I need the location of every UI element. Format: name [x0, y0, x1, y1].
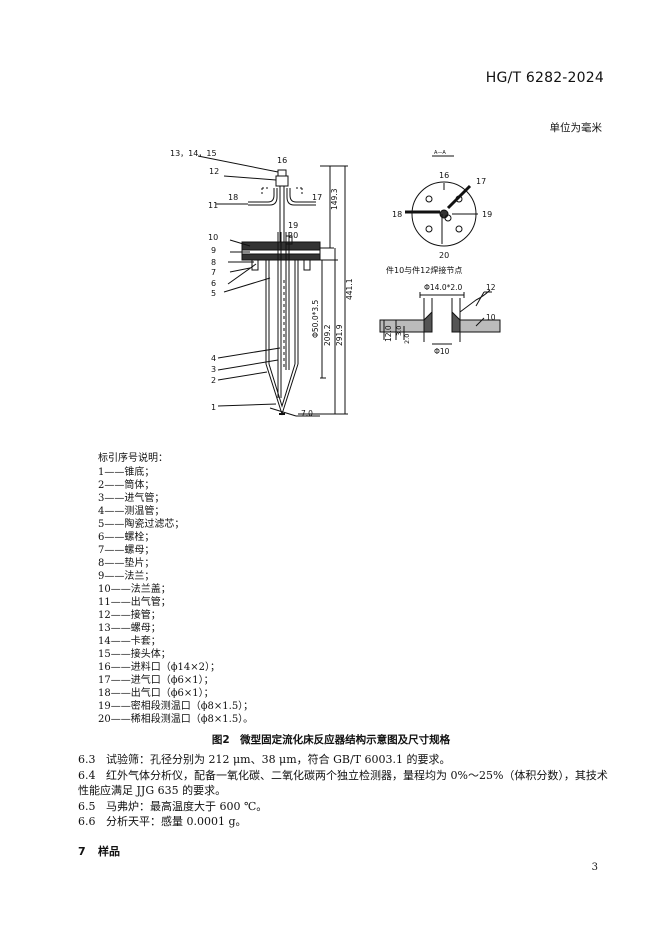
section-heading: 7 样品 — [78, 843, 120, 859]
detail-title: 件10与件12焊接节点 — [386, 265, 462, 275]
legend-item: 18——出气口（ϕ6×1）； — [98, 688, 214, 699]
callout-5: 5 — [211, 289, 216, 298]
clause-number: 6.3 — [78, 753, 96, 766]
dim-209-2: 209.2 — [323, 324, 332, 346]
clause-text: 红外气体分析仪，配备一氧化碳、二氧化碳两个独立检测器，量程均为 0%～25%（体… — [78, 768, 608, 798]
callout-19: 19 — [288, 221, 298, 230]
legend-item: 11——出气管； — [98, 597, 171, 608]
dim-149-3: 149.3 — [330, 188, 339, 210]
clause-number: 6.5 — [78, 799, 96, 813]
top-callout-18: 18 — [392, 210, 402, 219]
top-callout-19: 19 — [482, 210, 492, 219]
callout-13-14-15: 13，14，15 — [170, 149, 217, 158]
legend-item: 9——法兰； — [98, 571, 155, 582]
detail-callout-12: 12 — [486, 283, 496, 292]
legend-item: 16——进料口（ϕ14×2）； — [98, 662, 221, 673]
callout-7: 7 — [211, 268, 216, 277]
callout-20: 20 — [288, 231, 298, 240]
clause-number: 6.6 — [78, 815, 96, 828]
bolt-left — [251, 259, 259, 271]
callout-16: 16 — [277, 156, 287, 165]
legend-item: 10——法兰盖； — [98, 584, 171, 595]
clause-text: 试验筛：孔径分别为 212 μm、38 μm，符合 GB/T 6003.1 的要… — [106, 753, 451, 766]
legend: 标引序号说明： 1——锥底； 2——筒体； 3——进气管； 4——测温管； 5—… — [98, 452, 253, 726]
legend-item: 17——进气口（ϕ6×1）； — [98, 675, 214, 686]
fitting-16 — [277, 169, 287, 177]
callout-11: 11 — [208, 201, 218, 210]
detail-dim-phi10: Φ10 — [434, 347, 450, 356]
clause-number: 6.4 — [78, 768, 96, 782]
reactor-figure: 13，14，15 16 12 18 17 11 19 20 10 9 8 7 6… — [170, 149, 501, 418]
detail-callout-10: 10 — [486, 313, 496, 322]
legend-item: 20——稀相段测温口（ϕ8×1.5）。 — [98, 714, 254, 725]
top-callout-20: 20 — [439, 251, 449, 260]
legend-item: 13——螺母； — [98, 623, 161, 634]
clause-text: 马弗炉：最高温度大于 600 ℃。 — [106, 799, 268, 813]
dim-441-1: 441.1 — [345, 278, 354, 300]
callout-3: 3 — [211, 365, 216, 374]
legend-item: 5——陶瓷过滤芯； — [98, 519, 185, 530]
callout-9: 9 — [211, 246, 216, 255]
detail-dim-2: 2.0 — [403, 334, 411, 344]
unit-note: 单位为毫米 — [549, 122, 603, 134]
detail-dim-12: 12.0 — [384, 325, 393, 342]
callout-4: 4 — [211, 354, 216, 363]
standard-code: HG/T 6282-2024 — [485, 70, 604, 86]
paragraph-6-6: 6.6 分析天平：感量 0.0001 g。 — [78, 814, 608, 830]
section-number: 7 — [78, 845, 86, 858]
callout-10: 10 — [208, 233, 218, 242]
top-callout-16: 16 — [439, 171, 449, 180]
detail-dim-3: 3.0 — [395, 326, 403, 336]
dim-291-9: 291.9 — [335, 324, 344, 346]
legend-item: 7——螺母； — [98, 545, 155, 556]
callout-17: 17 — [312, 193, 322, 202]
top-callout-17: 17 — [476, 177, 486, 186]
callout-18: 18 — [228, 193, 238, 202]
legend-item: 12——接管； — [98, 610, 161, 621]
top-view-label: A—A — [434, 150, 446, 156]
dim-phi50: Φ50.0*3.5 — [311, 299, 320, 338]
callout-12: 12 — [209, 167, 219, 176]
callout-8: 8 — [211, 258, 216, 267]
legend-title: 标引序号说明： — [98, 453, 168, 464]
paragraph-6-5: 6.5 马弗炉：最高温度大于 600 ℃。 — [78, 799, 608, 815]
legend-item: 4——测温管； — [98, 506, 165, 517]
clause-text: 分析天平：感量 0.0001 g。 — [106, 815, 247, 828]
callout-2: 2 — [211, 376, 216, 385]
detail-dim-phi14: Φ14.0*2.0 — [424, 283, 463, 292]
section-title: 样品 — [98, 845, 120, 858]
paragraph-6-3: 6.3 试验筛：孔径分别为 212 μm、38 μm，符合 GB/T 6003.1… — [78, 752, 608, 768]
body-paragraphs: 6.3 试验筛：孔径分别为 212 μm、38 μm，符合 GB/T 6003.1… — [78, 752, 608, 830]
legend-item: 8——垫片； — [98, 558, 155, 569]
legend-item: 3——进气管； — [98, 493, 165, 504]
figure-caption: 图2 微型固定流化床反应器结构示意图及尺寸规格 — [211, 734, 451, 746]
legend-item: 6——螺栓； — [98, 532, 155, 543]
legend-item: 2——筒体； — [98, 480, 155, 491]
legend-item: 19——密相段测温口（ϕ8×1.5）； — [98, 701, 254, 712]
legend-item: 1——锥底； — [98, 467, 155, 478]
legend-item: 15——接头体； — [98, 649, 171, 660]
bolt-right — [303, 259, 311, 271]
page-number: 3 — [591, 862, 598, 873]
callout-6: 6 — [211, 279, 216, 288]
dim-7-0: 7.0 — [301, 409, 313, 418]
fitting-body — [275, 175, 289, 187]
legend-item: 14——卡套； — [98, 636, 161, 647]
callout-1: 1 — [211, 403, 216, 412]
